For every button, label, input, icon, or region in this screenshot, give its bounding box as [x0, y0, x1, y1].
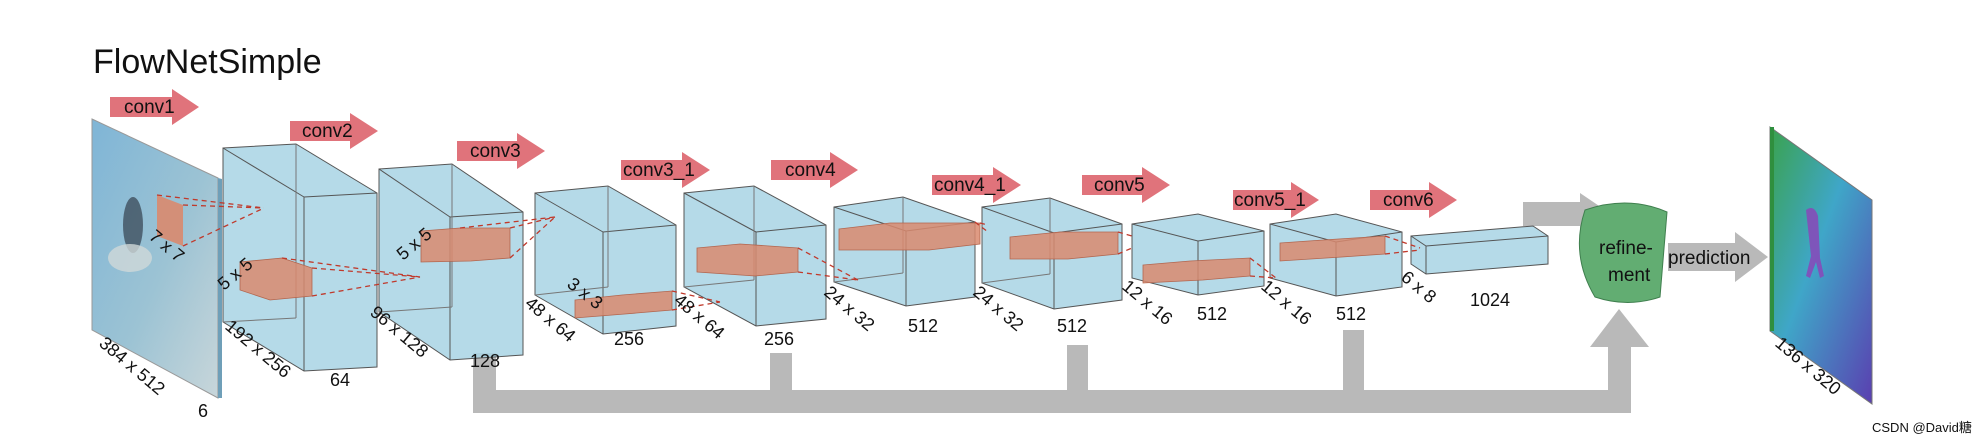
- layer-labels: conv1 conv2 conv3 conv3_1 conv4 conv4_1 …: [124, 97, 1434, 211]
- channels-conv6: 1024: [1470, 290, 1510, 310]
- channels-conv1: 64: [330, 370, 350, 390]
- label-conv4: conv4: [785, 160, 836, 181]
- channels-conv2: 128: [470, 351, 500, 371]
- label-conv5-1: conv5_1: [1234, 190, 1306, 211]
- receptive-field-lines: [156, 194, 1421, 311]
- arrow-conv2: [290, 113, 378, 149]
- prediction-arrow: prediction: [1668, 232, 1768, 282]
- label-conv3: conv3: [470, 141, 521, 162]
- diagram-title: FlowNetSimple: [93, 43, 322, 81]
- arrow-conv4-1: [932, 167, 1021, 203]
- input-image: [91, 118, 222, 399]
- label-conv3-1: conv3_1: [623, 160, 695, 181]
- channels-conv3: 256: [614, 329, 644, 349]
- feature-block-5: [833, 196, 976, 307]
- channels-conv3-1: 256: [764, 329, 794, 349]
- arrow-conv5-1: [1233, 182, 1319, 218]
- output-flow-field: 136 x 320: [1769, 126, 1873, 405]
- skip-connections: [473, 309, 1649, 413]
- channels-conv4: 512: [908, 316, 938, 336]
- arrow-conv3: [457, 133, 545, 169]
- layer-arrows: [110, 89, 1457, 218]
- channel-labels: 6 64 128 256 256 512 512 512 512 1024: [198, 290, 1510, 421]
- feature-block-1: [222, 143, 378, 372]
- label-conv2: conv2: [302, 121, 353, 142]
- label-conv5: conv5: [1094, 175, 1145, 196]
- arrow-conv6: [1370, 182, 1457, 218]
- channels-input: 6: [198, 401, 208, 421]
- arrow-conv4: [771, 152, 858, 188]
- feature-block-9: [1410, 225, 1549, 275]
- refinement-label-line1: refine-: [1599, 238, 1653, 259]
- prediction-label: prediction: [1668, 248, 1750, 269]
- feature-block-2: [378, 163, 524, 361]
- channels-conv5: 512: [1197, 304, 1227, 324]
- watermark: CSDN @David糖: [1872, 420, 1972, 435]
- label-conv1: conv1: [124, 97, 175, 118]
- arrow-conv3-1: [621, 152, 710, 188]
- label-conv4-1: conv4_1: [934, 175, 1006, 196]
- label-conv6: conv6: [1383, 190, 1434, 211]
- channels-conv5-1: 512: [1336, 304, 1366, 324]
- arrow-conv5: [1082, 167, 1170, 203]
- refinement-label-line2: ment: [1608, 265, 1651, 286]
- refinement-stage: refine- ment: [1578, 202, 1668, 303]
- arrow-conv1: [110, 89, 199, 125]
- kernel-slabs: [239, 222, 1386, 319]
- channels-conv4-1: 512: [1057, 316, 1087, 336]
